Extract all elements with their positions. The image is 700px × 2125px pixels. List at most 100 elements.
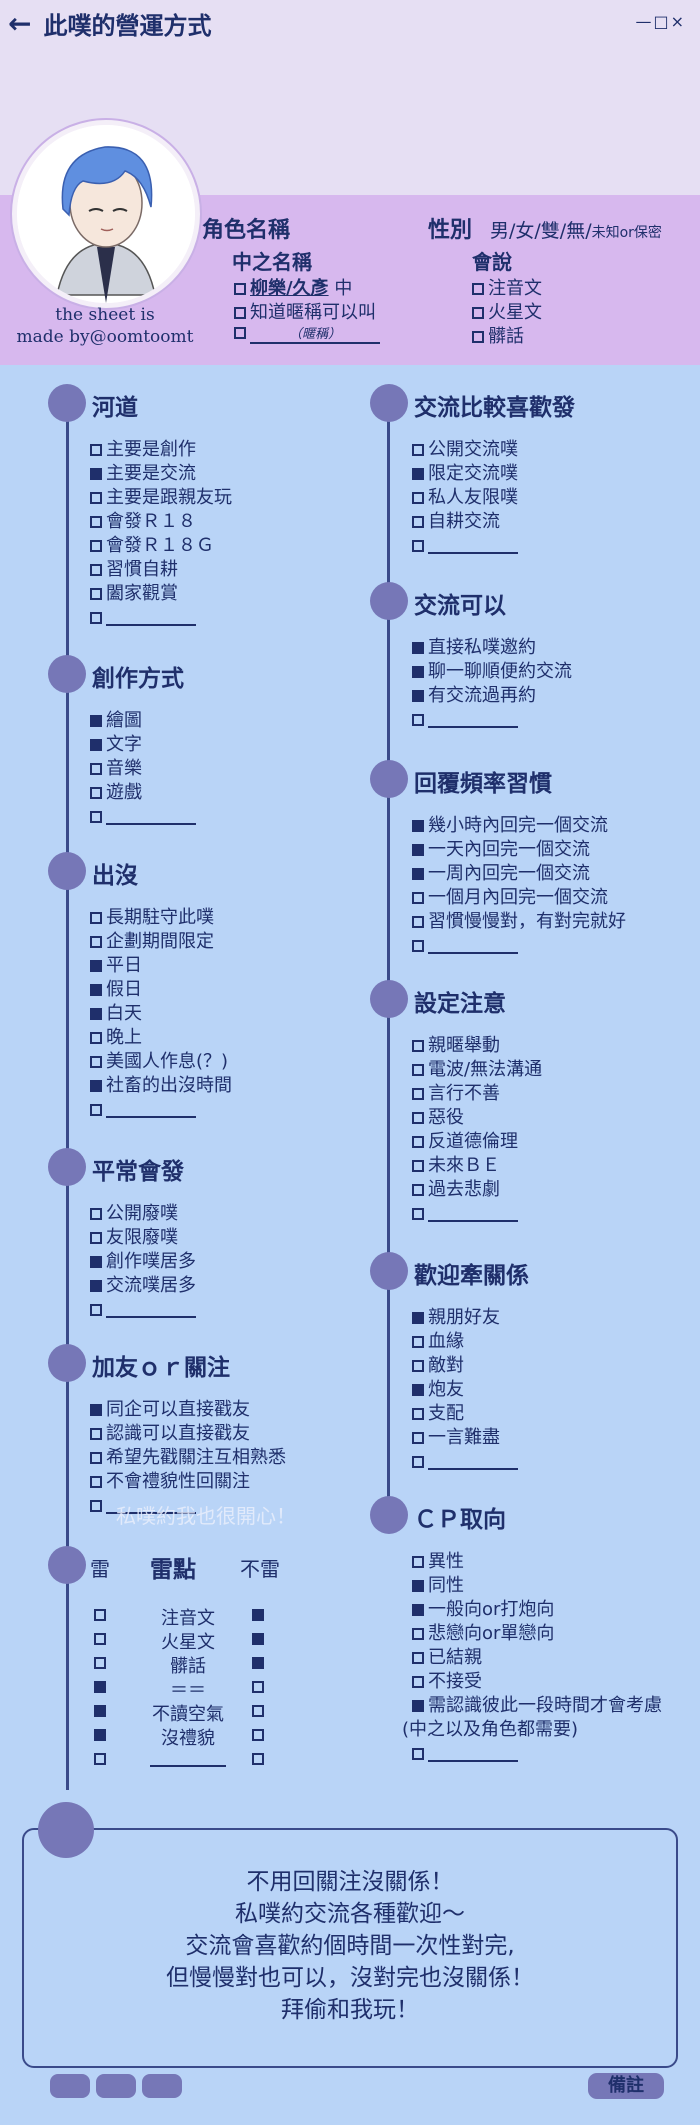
thunder-right-checkbox[interactable] (252, 1633, 264, 1645)
checkbox[interactable] (412, 1556, 424, 1568)
checkbox[interactable] (90, 763, 102, 775)
checkbox[interactable] (412, 1700, 424, 1712)
checklist-item[interactable]: 習慣慢慢對，有對完就好 (412, 910, 626, 934)
checkbox[interactable] (90, 1232, 102, 1244)
checkbox[interactable] (90, 492, 102, 504)
thunder-right-checkbox[interactable] (252, 1609, 264, 1621)
zhong-item-1[interactable]: 知道暱稱可以叫 (234, 298, 376, 324)
blank-line[interactable] (428, 712, 518, 728)
checklist-item[interactable]: 限定交流噗 (412, 462, 518, 486)
checklist-item[interactable]: 社畜的出沒時間 (90, 1074, 232, 1098)
checkbox[interactable] (472, 283, 484, 295)
checklist-item[interactable] (412, 934, 518, 958)
checklist-item[interactable]: 親朋好友 (412, 1306, 500, 1330)
checklist-item[interactable]: 認識可以直接戳友 (90, 1422, 250, 1446)
checkbox[interactable] (472, 331, 484, 343)
checklist-item[interactable]: 一周內回完一個交流 (412, 862, 590, 886)
checklist-item[interactable]: 公開交流噗 (412, 438, 518, 462)
checkbox[interactable] (90, 1008, 102, 1020)
checkbox[interactable] (90, 468, 102, 480)
checklist-item[interactable]: 自耕交流 (412, 510, 500, 534)
checkbox[interactable] (90, 1280, 102, 1292)
checklist-item[interactable]: 主要是創作 (90, 438, 196, 462)
checkbox[interactable] (90, 588, 102, 600)
thunder-right-checkbox[interactable] (252, 1753, 264, 1765)
blank-line[interactable] (428, 1206, 518, 1222)
checkbox[interactable] (412, 1432, 424, 1444)
checkbox[interactable] (412, 916, 424, 928)
thunder-left-checkbox[interactable] (94, 1609, 106, 1621)
checklist-item[interactable]: 一個月內回完一個交流 (412, 886, 608, 910)
checklist-item[interactable] (412, 708, 518, 732)
checkbox[interactable] (90, 612, 102, 624)
checklist-item[interactable]: 繪圖 (90, 709, 142, 733)
back-arrow-icon[interactable]: ← (8, 6, 32, 40)
checkbox[interactable] (90, 739, 102, 751)
speak-item-0[interactable]: 注音文 (472, 274, 542, 300)
checklist-item[interactable]: 有交流過再約 (412, 684, 536, 708)
checkbox[interactable] (412, 1040, 424, 1052)
checkbox[interactable] (412, 468, 424, 480)
checkbox[interactable] (90, 787, 102, 799)
checklist-item[interactable] (90, 805, 196, 829)
zhong-item-0[interactable]: 柳樂/久彥 中 (234, 274, 352, 300)
blank-line[interactable] (106, 610, 196, 626)
checklist-item[interactable]: 不會禮貌性回關注 (90, 1470, 250, 1494)
checklist-item[interactable]: 主要是交流 (90, 462, 196, 486)
checkbox[interactable] (412, 1064, 424, 1076)
page-tab-3[interactable] (142, 2074, 182, 2098)
checklist-item[interactable]: 不接受 (412, 1670, 482, 1694)
checkbox[interactable] (412, 516, 424, 528)
checkbox[interactable] (234, 307, 246, 319)
checkbox[interactable] (90, 1476, 102, 1488)
checkbox[interactable] (412, 940, 424, 952)
checklist-item[interactable]: 言行不善 (412, 1082, 500, 1106)
page-tab-1[interactable] (50, 2074, 90, 2098)
checklist-item[interactable]: 遊戲 (90, 781, 142, 805)
checkbox[interactable] (412, 1408, 424, 1420)
checkbox[interactable] (412, 1360, 424, 1372)
checklist-item[interactable]: 交流噗居多 (90, 1274, 196, 1298)
checkbox[interactable] (412, 1208, 424, 1220)
checkbox[interactable] (412, 444, 424, 456)
blank-line[interactable] (106, 1498, 196, 1514)
checkbox[interactable] (412, 690, 424, 702)
checkbox[interactable] (412, 666, 424, 678)
checkbox[interactable] (90, 1056, 102, 1068)
checklist-item[interactable]: 過去悲劇 (412, 1178, 500, 1202)
checkbox[interactable] (90, 516, 102, 528)
checklist-item[interactable]: 一言難盡 (412, 1426, 500, 1450)
thunder-right-checkbox[interactable] (252, 1657, 264, 1669)
checkbox[interactable] (90, 1452, 102, 1464)
checklist-item[interactable]: 文字 (90, 733, 142, 757)
blank-line[interactable] (428, 1454, 518, 1470)
checklist-item[interactable]: 惡役 (412, 1106, 464, 1130)
checklist-item[interactable]: (中之以及角色都需要) (402, 1718, 578, 1742)
checklist-item[interactable]: 企劃期間限定 (90, 930, 214, 954)
blank-line[interactable] (106, 1302, 196, 1318)
checkbox[interactable] (90, 1500, 102, 1512)
checklist-item[interactable]: 支配 (412, 1402, 464, 1426)
zhong-item-2[interactable]: （暱稱） (234, 322, 380, 344)
checklist-item[interactable] (412, 1742, 518, 1766)
checkbox[interactable] (90, 1404, 102, 1416)
checklist-item[interactable] (412, 534, 518, 558)
thunder-left-checkbox[interactable] (94, 1657, 106, 1669)
checkbox[interactable] (90, 715, 102, 727)
checkbox[interactable] (90, 960, 102, 972)
checklist-item[interactable]: 公開廢噗 (90, 1202, 178, 1226)
checklist-item[interactable]: 希望先戳關注互相熟悉 (90, 1446, 286, 1470)
checkbox[interactable] (412, 492, 424, 504)
checklist-item[interactable]: 已結親 (412, 1646, 482, 1670)
checklist-item[interactable]: 創作噗居多 (90, 1250, 196, 1274)
checkbox[interactable] (412, 1580, 424, 1592)
thunder-right-checkbox[interactable] (252, 1705, 264, 1717)
checkbox[interactable] (412, 844, 424, 856)
checkbox[interactable] (90, 912, 102, 924)
checklist-item[interactable] (90, 1494, 196, 1518)
nickname-field[interactable]: （暱稱） (250, 323, 380, 344)
checkbox[interactable] (90, 811, 102, 823)
window-controls-icon[interactable]: —□× (635, 12, 686, 31)
checklist-item[interactable]: 反道德倫理 (412, 1130, 518, 1154)
checklist-item[interactable]: 一般向or打炮向 (412, 1598, 554, 1622)
